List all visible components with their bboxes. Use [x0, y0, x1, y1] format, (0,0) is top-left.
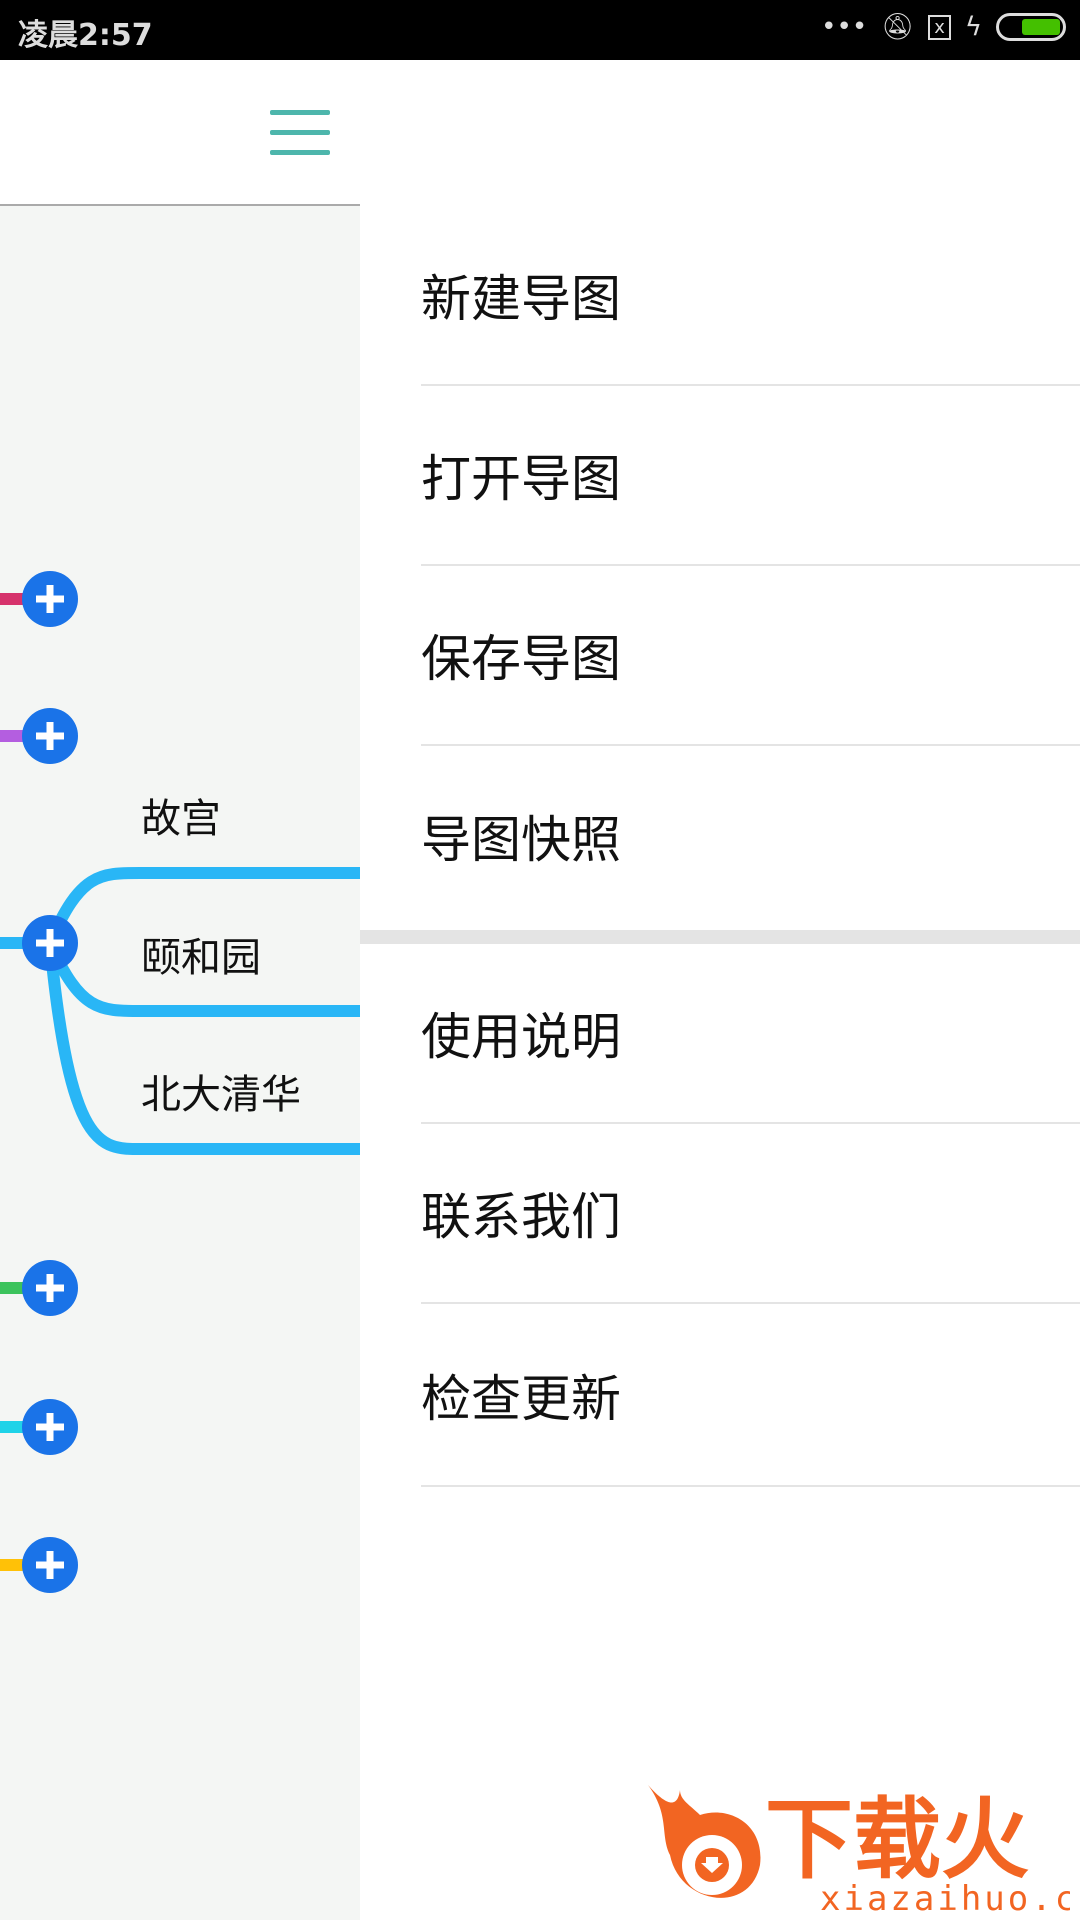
menu-icon[interactable]	[270, 110, 330, 155]
status-bar: 凌晨2:57 ••• 🔕︎ x ϟ	[0, 0, 1080, 60]
branch-line	[44, 942, 360, 1155]
plus-icon	[36, 1274, 64, 1302]
more-icon: •••	[821, 12, 868, 42]
no-sim-icon: x	[928, 14, 951, 40]
mute-icon: 🔕︎	[881, 12, 915, 42]
plus-icon	[36, 585, 64, 613]
status-time: 凌晨2:57	[18, 18, 153, 53]
svg-text:xiazaihuo.com: xiazaihuo.com	[820, 1879, 1070, 1915]
svg-text:下载火: 下载火	[765, 1788, 1029, 1891]
plus-icon	[36, 929, 64, 957]
menu-contact-us[interactable]: 联系我们	[421, 1124, 1080, 1304]
app-header	[0, 60, 360, 206]
menu-save-map[interactable]: 保存导图	[421, 566, 1080, 746]
battery-icon	[996, 13, 1066, 41]
plus-icon	[36, 722, 64, 750]
navigation-drawer: 新建导图 打开导图 保存导图 导图快照 使用说明 联系我们 检查更新	[360, 60, 1080, 1920]
mindmap-canvas[interactable]: 故宫 颐和园 北大清华	[0, 206, 360, 1920]
plus-icon	[36, 1413, 64, 1441]
menu-new-map[interactable]: 新建导图	[421, 206, 1080, 386]
node-yiheyuan[interactable]: 颐和园	[141, 935, 261, 981]
node-gugong[interactable]: 故宫	[141, 796, 221, 842]
menu-check-update[interactable]: 检查更新	[421, 1304, 1080, 1487]
menu-open-map[interactable]: 打开导图	[421, 386, 1080, 566]
plus-icon	[36, 1551, 64, 1579]
node-beida-qinghua[interactable]: 北大清华	[141, 1072, 301, 1118]
charging-icon: ϟ	[964, 12, 982, 42]
menu-instructions[interactable]: 使用说明	[421, 944, 1080, 1124]
mindmap-svg	[0, 571, 360, 1593]
menu-map-snapshot[interactable]: 导图快照	[421, 811, 621, 869]
menu-divider	[360, 930, 1080, 944]
watermark-logo: 下载火 xiazaihuo.com	[640, 1775, 1080, 1919]
